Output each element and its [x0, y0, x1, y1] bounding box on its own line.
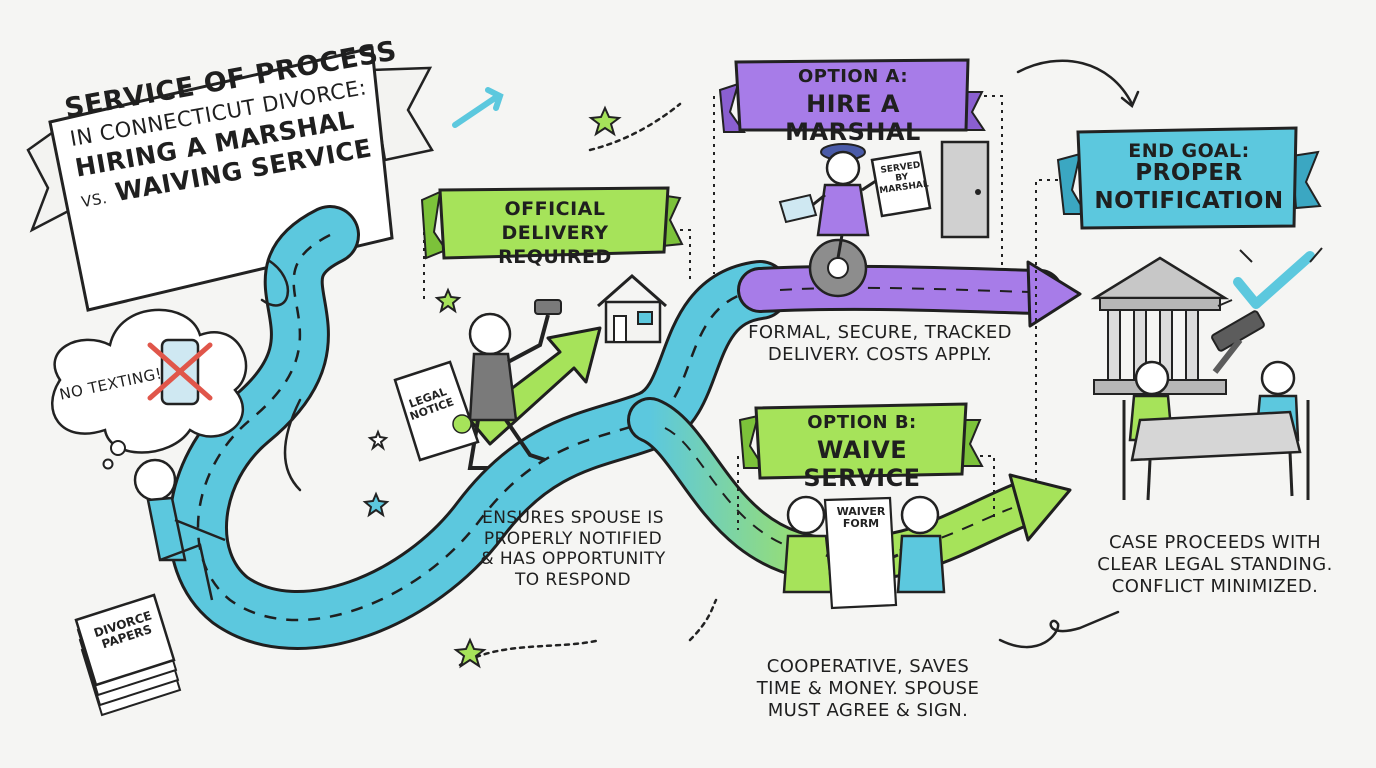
- end-goal-label: End Goal:: [1128, 140, 1250, 162]
- road-branch-a: [737, 260, 1082, 328]
- option-b-caption: Cooperative, saves time & money. Spouse …: [756, 656, 980, 721]
- end-goal-banner: [1056, 126, 1322, 230]
- door-icon: [940, 140, 990, 239]
- stick-figure-left: [133, 458, 226, 601]
- checkmark-icon: [1217, 247, 1323, 309]
- end-goal-title: Proper Notification: [1094, 160, 1284, 214]
- gavel-icon: [1211, 310, 1265, 374]
- dotted-connectors: [423, 95, 1058, 530]
- handshake-figures: [782, 495, 946, 610]
- title-line-4-prefix: vs.: [79, 189, 109, 212]
- option-a-title: Hire a Marshal: [785, 90, 921, 146]
- option-b-banner: [738, 402, 984, 480]
- house-icon: [597, 273, 667, 344]
- decorative-stars: [362, 105, 622, 669]
- option-b-label: Option B:: [807, 412, 917, 433]
- official-delivery-banner: [420, 186, 684, 260]
- option-a-label: Option A:: [797, 66, 909, 87]
- waiver-form-label: Waiver Form: [836, 505, 886, 531]
- decorative-arrows: [260, 59, 1140, 667]
- phone-icon: [147, 338, 213, 406]
- ensures-caption: Ensures spouse is properly notified & ha…: [480, 508, 666, 591]
- meeting-table-figures: [1122, 360, 1310, 501]
- legal-notice-document: [393, 360, 480, 462]
- official-delivery-label: Official Delivery Required: [498, 198, 612, 268]
- served-by-marshal-doc: [870, 150, 932, 218]
- option-a-caption: Formal, secure, tracked delivery. Costs …: [748, 322, 1012, 365]
- divorce-papers-stack: [74, 593, 182, 717]
- marshal-figure: [778, 143, 886, 298]
- option-b-title: Waive Service: [803, 436, 921, 492]
- lawyer-figure: [467, 299, 562, 470]
- option-a-banner: [718, 58, 986, 133]
- end-goal-caption: Case proceeds with clear legal standing.…: [1097, 532, 1333, 597]
